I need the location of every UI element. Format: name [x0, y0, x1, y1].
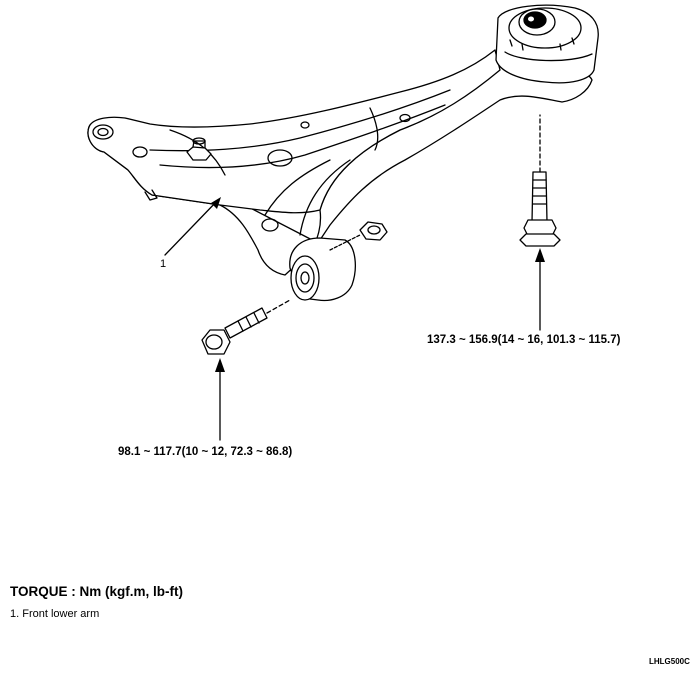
legend-item-front-lower-arm: 1. Front lower arm	[10, 608, 100, 620]
arrow-rear-bolt	[535, 248, 545, 262]
rear-bolt	[519, 114, 561, 247]
front-bolt	[201, 299, 291, 355]
rear-bolt-torque-label: 137.3 ~ 156.9(14 ~ 16, 101.3 ~ 115.7)	[427, 334, 621, 346]
lower-arm-body	[87, 49, 593, 276]
nut	[329, 221, 388, 251]
front-bolt-torque-label: 98.1 ~ 117.7(10 ~ 12, 72.3 ~ 86.8)	[118, 446, 293, 458]
part-1-callout: 1	[160, 258, 167, 270]
arrow-part-1	[211, 197, 221, 209]
torque-units-title: TORQUE : Nm (kgf.m, lb-ft)	[10, 584, 183, 599]
figure-code: LHLG500C	[649, 657, 690, 666]
rear-bushing	[495, 4, 599, 84]
leader-lines	[164, 199, 541, 441]
front-bushing	[289, 237, 356, 302]
arrow-front-bolt	[215, 358, 225, 372]
